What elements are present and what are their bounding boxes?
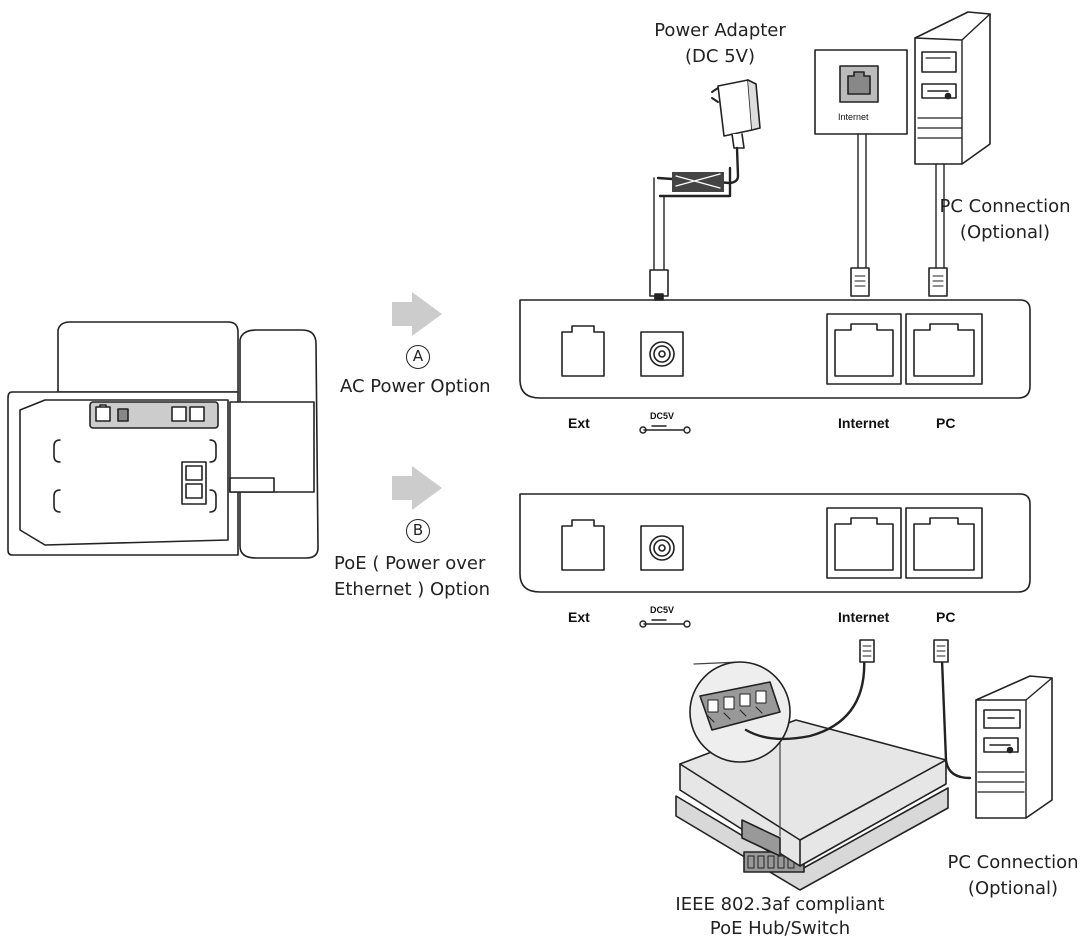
- poe-switch: [675, 639, 949, 891]
- power-adapter-label: Power Adapter: [654, 20, 786, 41]
- option-b-label-line1: PoE ( Power over: [334, 553, 486, 574]
- pc-tower-top: [914, 11, 991, 297]
- pc-connection-top-label: PC Connection: [939, 196, 1071, 217]
- pc-connection-top-note: (Optional): [959, 222, 1051, 243]
- port-dc5v-bottom: DC5V: [650, 605, 675, 615]
- phone-back-view: [7, 321, 319, 559]
- option-b-badge: B: [406, 519, 430, 543]
- port-internet-top: Internet: [838, 415, 890, 431]
- option-b-label-line2: Ethernet ) Option: [334, 579, 491, 600]
- poe-switch-label-line1: IEEE 802.3af compliant: [675, 894, 885, 915]
- option-a-label: AC Power Option: [340, 376, 491, 397]
- arrow-option-b: [392, 466, 442, 510]
- option-a-badge: A: [406, 345, 430, 369]
- pc-connection-bottom-label: PC Connection: [947, 852, 1079, 873]
- port-pc-bottom: PC: [936, 609, 956, 625]
- port-dc5v-top: DC5V: [650, 411, 675, 421]
- port-pc-top: PC: [936, 415, 956, 431]
- port-internet-bottom: Internet: [838, 609, 890, 625]
- phone-port-panel-bottom: [519, 493, 1031, 628]
- arrow-option-a: [392, 292, 442, 336]
- wall-jack-label: Internet: [838, 112, 869, 122]
- pc-tower-bottom: [933, 639, 1053, 819]
- port-ext-bottom: Ext: [568, 609, 590, 625]
- wall-internet-jack: [814, 49, 908, 297]
- power-adapter-spec: (DC 5V): [685, 46, 755, 67]
- poe-switch-label-line2: PoE Hub/Switch: [709, 918, 851, 939]
- power-adapter: [649, 79, 761, 301]
- pc-connection-bottom-note: (Optional): [967, 878, 1059, 899]
- port-ext-top: Ext: [568, 415, 590, 431]
- phone-port-panel-top: [519, 299, 1031, 434]
